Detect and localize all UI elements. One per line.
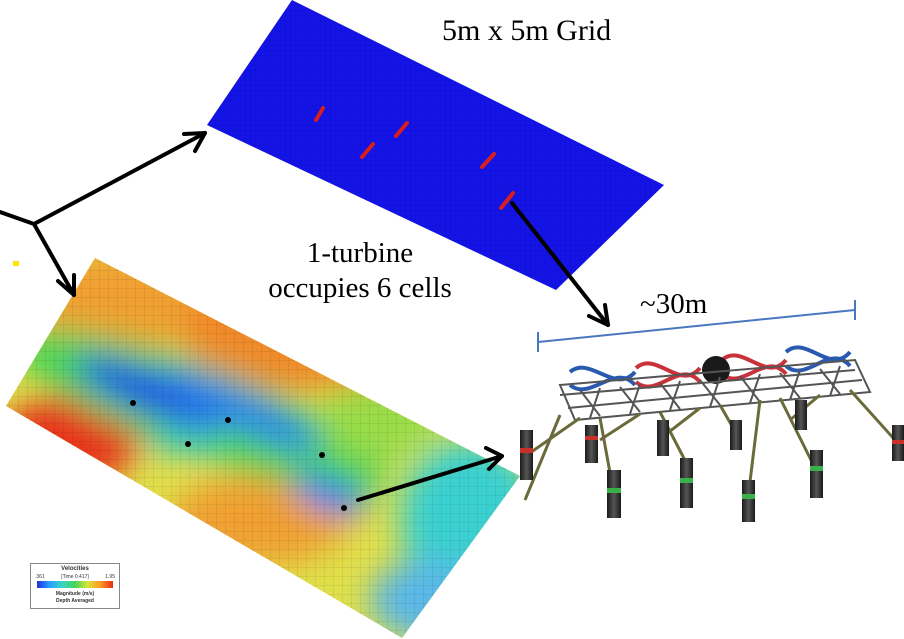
map-turbine-markers bbox=[130, 400, 347, 511]
turbine-label-line1: 1-turbine bbox=[306, 237, 414, 269]
turbine-dot bbox=[341, 505, 347, 511]
arrow-icon bbox=[56, 273, 76, 297]
generator-hub bbox=[702, 356, 730, 384]
turbine-marker bbox=[394, 121, 409, 138]
turbine-marker bbox=[360, 142, 375, 159]
turbine-label-line2: occupies 6 cells bbox=[268, 272, 452, 304]
legend-magnitude: Magnitude (m/s) bbox=[55, 591, 95, 597]
turbine-array-image bbox=[520, 345, 904, 522]
piles bbox=[520, 400, 904, 522]
legend-max: 1.95 bbox=[105, 574, 115, 580]
arrow-icon bbox=[356, 454, 504, 502]
turbine-dot bbox=[185, 441, 191, 447]
arrow-icon bbox=[0, 131, 207, 226]
turbine-dot bbox=[319, 452, 325, 458]
grid-label: 5m x 5m Grid bbox=[442, 14, 612, 47]
arrow-icon bbox=[587, 303, 610, 327]
arrows bbox=[0, 131, 610, 502]
turbine-cells-label: 1-turbine occupies 6 cells bbox=[0, 236, 720, 306]
arrow-icon bbox=[510, 201, 610, 327]
turbine-marker bbox=[314, 106, 325, 122]
grid-turbine-markers bbox=[314, 106, 515, 210]
legend-title: Velocities bbox=[61, 566, 89, 572]
turbine-dot bbox=[130, 400, 136, 406]
turbine-marker bbox=[480, 152, 496, 169]
legend-min: .361 bbox=[35, 574, 45, 580]
arrow-icon bbox=[32, 222, 76, 297]
grid-panel bbox=[207, 0, 664, 290]
legend-time: [Time 0.417] bbox=[61, 574, 89, 580]
span-dimension-line bbox=[537, 300, 856, 352]
arrow-icon bbox=[484, 446, 504, 471]
legend-depth: Depth Averaged bbox=[56, 598, 94, 604]
deck-truss bbox=[558, 358, 872, 422]
velocity-legend: Velocities .361 [Time 0.417] 1.95 Magnit… bbox=[30, 563, 120, 609]
yellow-marker bbox=[13, 261, 19, 266]
span-label: ~30m bbox=[640, 288, 708, 320]
turbine-marker bbox=[499, 191, 515, 210]
legend-color-bar bbox=[37, 581, 113, 588]
turbine-dot bbox=[225, 417, 231, 423]
arrow-icon bbox=[182, 131, 207, 153]
